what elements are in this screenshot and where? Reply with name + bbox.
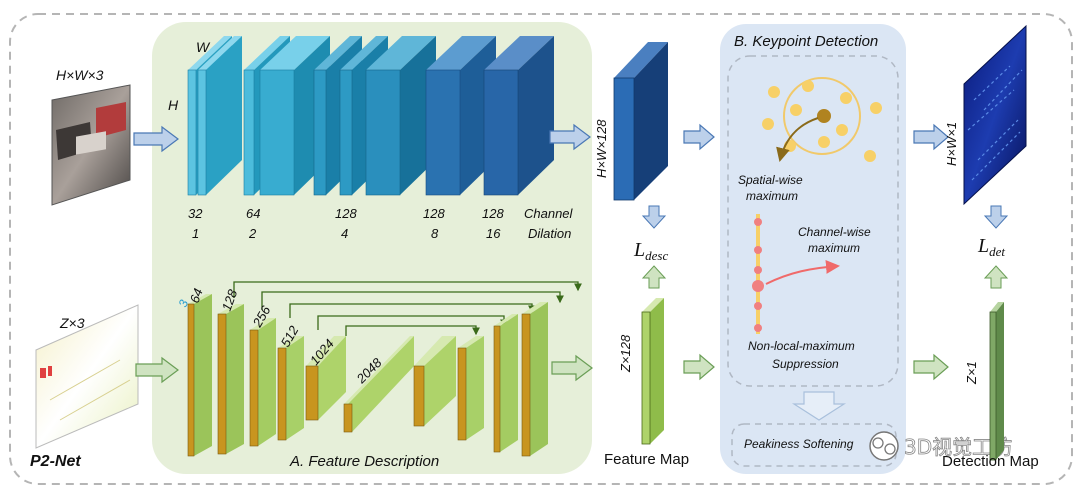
channel-label-line1: Channel-wise <box>798 225 871 239</box>
height-label: H <box>168 97 179 113</box>
image-encoder-layers <box>187 36 554 196</box>
keypoint-detection-panel <box>720 24 906 474</box>
nms-label-line2: Suppression <box>772 357 839 371</box>
point-layer-256 <box>249 318 276 447</box>
arrow-points-in <box>135 356 179 384</box>
point-decoder-4 <box>521 302 548 457</box>
arrow-points-out <box>551 354 593 382</box>
detection-map-points <box>989 302 1004 461</box>
cube-layer-5 <box>483 36 554 196</box>
dilation-label: 1 <box>192 226 199 241</box>
input-image <box>51 84 131 206</box>
cube-layer-1b <box>197 36 242 196</box>
point-layer-512 <box>277 336 304 441</box>
point-layer-2048 <box>343 336 414 433</box>
keypoint-detection-title: B. Keypoint Detection <box>734 33 878 50</box>
channel-label: 32 <box>188 206 203 221</box>
channel-max-illustration <box>752 214 840 334</box>
dilation-label: 2 <box>248 226 257 241</box>
arrow-detection-image-out <box>913 123 949 151</box>
point-decoder-3 <box>493 314 518 453</box>
arrow-desc-points <box>641 265 667 289</box>
point-layer-1024 <box>305 336 346 421</box>
spatial-label-line1: Spatial-wise <box>738 173 803 187</box>
channel-label: 128 <box>335 206 357 221</box>
dilation-label: 16 <box>486 226 501 241</box>
point-layer-128 <box>217 304 244 455</box>
image-branch-numbers: 32 64 128 128 128 1 2 4 8 16 Channel Dil… <box>188 206 574 241</box>
dilation-caption: Dilation <box>528 226 571 241</box>
input-image-label: H×W×3 <box>56 67 104 83</box>
feature-map-label: Feature Map <box>604 451 689 468</box>
detection-point-label: Z×1 <box>964 361 979 385</box>
arrow-image-to-detection <box>683 123 715 151</box>
arrow-image-in <box>133 125 179 153</box>
channel-label: 3 <box>176 298 192 309</box>
outer-frame <box>9 13 1073 485</box>
arrow-detection-points-out <box>913 353 949 381</box>
softening-label: Peakiness Softening <box>744 437 854 451</box>
skip-connections <box>233 281 582 336</box>
arrow-det-points <box>983 265 1009 289</box>
input-points-label: Z×3 <box>59 315 85 331</box>
image-feature-map <box>613 42 668 201</box>
point-layer-64 <box>187 294 212 457</box>
channel-caption: Channel <box>524 206 574 221</box>
arrow-points-to-detection <box>683 353 715 381</box>
loss-desc: Ldesc <box>633 239 668 263</box>
channel-label: 128 <box>482 206 504 221</box>
channel-label: 128 <box>219 287 241 313</box>
nms-label-line1: Non-local-maximum <box>748 339 855 353</box>
arrow-image-out <box>549 123 591 151</box>
feature-description-label: A. Feature Description <box>289 453 439 470</box>
dilation-label: 8 <box>431 226 439 241</box>
detection-map-label: Detection Map <box>942 453 1039 470</box>
point-feature-label: Z×128 <box>618 334 633 373</box>
cube-layer-2b <box>259 36 330 196</box>
detection-inner-frame <box>727 55 899 387</box>
channel-label-line2: maximum <box>808 241 860 255</box>
detection-map-image <box>963 24 1027 206</box>
arrow-desc-image <box>641 205 667 229</box>
point-decoder-2 <box>457 336 484 441</box>
channel-label: 64 <box>246 206 260 221</box>
point-decoder-1 <box>413 336 456 427</box>
arrow-det-image <box>983 205 1009 229</box>
loss-det: Ldet <box>977 235 1005 259</box>
dilation-label: 4 <box>341 226 348 241</box>
point-feature-map <box>641 298 664 445</box>
arrow-to-softening <box>791 391 847 421</box>
title-label: P2-Net <box>30 453 81 470</box>
image-feature-label: H×W×128 <box>594 119 609 178</box>
spatial-max-illustration <box>762 77 882 162</box>
point-encoder-layers <box>187 281 582 457</box>
detection-image-label: H×W×1 <box>944 122 959 166</box>
input-point-cloud <box>35 304 139 449</box>
channel-label: 128 <box>423 206 445 221</box>
width-label: W <box>196 39 211 55</box>
channel-label: 64 <box>187 286 206 305</box>
spatial-label-line2: maximum <box>746 189 798 203</box>
